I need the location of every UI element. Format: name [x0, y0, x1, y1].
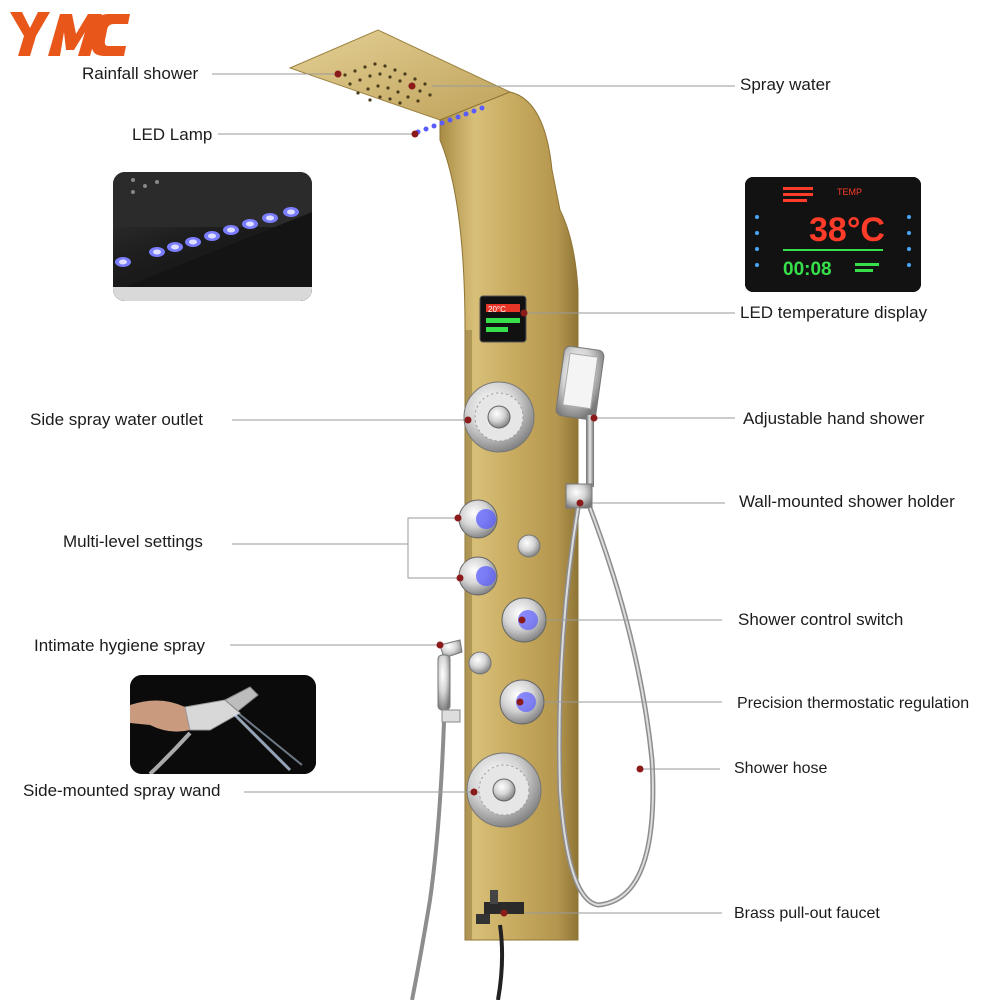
panel-display-temp-text: 20°C — [488, 305, 506, 314]
shower-hose-highlight — [558, 507, 654, 907]
label-adjustable-hand-shower: Adjustable hand shower — [743, 409, 925, 428]
panel-display-temp: 20°C — [488, 305, 506, 314]
wand-hose — [410, 721, 446, 1000]
led-dots — [115, 207, 299, 267]
temperature-readout: 38°C — [809, 211, 885, 249]
small-jet-2 — [468, 651, 492, 675]
temperature-display-screen: TEMP 38°C 00:08 — [745, 177, 921, 292]
inlet-hose — [496, 924, 505, 1000]
panel-led-display — [479, 295, 527, 343]
pull-out-faucet — [476, 890, 524, 924]
label-multi-level-settings: Multi-level settings — [63, 532, 203, 551]
brand-logo — [10, 12, 130, 56]
hygiene-spray-wand — [437, 639, 463, 723]
led-lamp-closeup — [113, 172, 312, 301]
label-spray-water: Spray water — [740, 75, 831, 94]
label-rainfall-shower: Rainfall shower — [82, 64, 199, 83]
rainfall-shower-holes — [343, 62, 432, 105]
label-brass-pull-out-faucet: Brass pull-out faucet — [734, 905, 880, 922]
label-shower-control-switch: Shower control switch — [738, 610, 904, 629]
leader-lines — [212, 73, 735, 914]
label-led-lamp: LED Lamp — [132, 125, 213, 144]
led-strip — [415, 105, 485, 135]
label-precision-thermostatic-regulation: Precision thermostatic regulation — [737, 695, 970, 712]
temp-label: TEMP — [837, 187, 862, 197]
multi-level-knob-2 — [458, 556, 498, 596]
hand-shower — [555, 345, 605, 509]
small-jet-1 — [517, 534, 541, 558]
time-readout: 00:08 — [783, 259, 832, 280]
led-lamp-inset — [113, 172, 312, 301]
marker-dots — [334, 70, 644, 917]
label-side-mounted-spray-wand: Side-mounted spray wand — [23, 781, 221, 800]
side-spray-outlet-top — [463, 381, 535, 453]
hygiene-spray-photo — [130, 675, 316, 774]
label-wall-mounted-shower-holder: Wall-mounted shower holder — [739, 492, 955, 511]
temperature-display-inset: TEMP 38°C 00:08 — [745, 177, 921, 292]
side-spray-outlet-bottom — [466, 752, 542, 828]
label-side-spray-water-outlet: Side spray water outlet — [30, 410, 203, 429]
multi-level-knob-1 — [458, 499, 498, 539]
label-shower-hose: Shower hose — [734, 760, 828, 777]
label-intimate-hygiene-spray: Intimate hygiene spray — [34, 636, 206, 655]
label-led-temperature-display: LED temperature display — [740, 303, 928, 322]
panel-body — [288, 29, 579, 941]
hygiene-spray-inset — [130, 675, 316, 774]
